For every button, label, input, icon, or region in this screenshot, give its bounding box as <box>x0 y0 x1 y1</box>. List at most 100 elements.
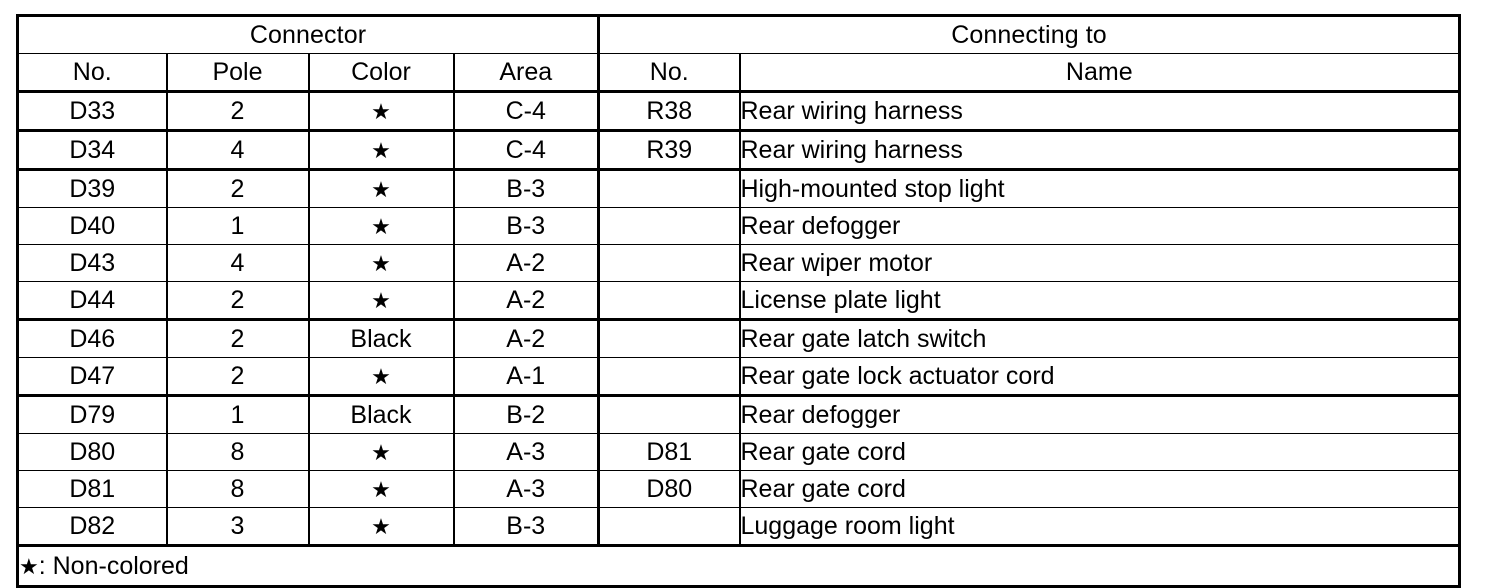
cell-pole: 4 <box>166 244 310 282</box>
cell-connecting-no <box>598 281 741 321</box>
cell-connecting-no <box>598 169 741 208</box>
column-header-pole: Pole <box>166 53 310 93</box>
cell-connecting-name: Rear wiring harness <box>739 130 1460 171</box>
cell-connecting-no: D80 <box>598 470 741 508</box>
cell-connecting-no <box>598 244 741 282</box>
cell-pole: 8 <box>166 433 310 471</box>
cell-connecting-name: High-mounted stop light <box>739 169 1460 208</box>
cell-connector-no: D47 <box>17 357 168 397</box>
cell-connecting-no <box>598 507 741 547</box>
cell-color: ★ <box>308 244 455 282</box>
cell-color: ★ <box>308 169 455 208</box>
column-header-name: Name <box>739 53 1460 93</box>
cell-connecting-no: D81 <box>598 433 741 471</box>
cell-pole: 1 <box>166 207 310 245</box>
cell-connecting-name: Luggage room light <box>739 507 1460 547</box>
cell-pole: 2 <box>166 281 310 321</box>
star-icon: ★ <box>371 476 391 502</box>
cell-connecting-no <box>598 395 741 434</box>
cell-connecting-name: Rear wiring harness <box>739 91 1460 132</box>
footnote-cell: ★: Non-colored <box>17 545 1460 587</box>
cell-area: C-4 <box>453 130 600 171</box>
cell-connector-no: D79 <box>17 395 168 434</box>
cell-connecting-name: Rear wiper motor <box>739 244 1460 282</box>
table-header: Connector Connecting to No. Pole Color A… <box>17 15 1460 93</box>
column-header-color: Color <box>308 53 455 93</box>
cell-pole: 3 <box>166 507 310 547</box>
cell-connecting-no <box>598 319 741 358</box>
cell-pole: 2 <box>166 319 310 358</box>
cell-connector-no: D80 <box>17 433 168 471</box>
cell-connector-no: D44 <box>17 281 168 321</box>
cell-area: A-1 <box>453 357 600 397</box>
cell-connecting-name: Rear gate cord <box>739 433 1460 471</box>
cell-connector-no: D33 <box>17 91 168 132</box>
cell-connector-no: D81 <box>17 470 168 508</box>
cell-connecting-name: Rear gate lock actuator cord <box>739 357 1460 397</box>
cell-area: B-3 <box>453 169 600 208</box>
column-header-connecting-no: No. <box>598 53 741 93</box>
star-icon: ★ <box>371 250 391 276</box>
star-icon: ★ <box>19 553 39 579</box>
group-header-row: Connector Connecting to <box>17 15 1460 54</box>
cell-pole: 1 <box>166 395 310 434</box>
star-icon: ★ <box>371 363 391 389</box>
cell-color: ★ <box>308 281 455 321</box>
cell-color: ★ <box>308 207 455 245</box>
cell-connector-no: D43 <box>17 244 168 282</box>
cell-pole: 2 <box>166 91 310 132</box>
cell-pole: 8 <box>166 470 310 508</box>
cell-pole: 4 <box>166 130 310 171</box>
cell-color: ★ <box>308 91 455 132</box>
footnote-text: : Non-colored <box>38 551 189 580</box>
cell-color: ★ <box>308 433 455 471</box>
cell-connecting-no: R38 <box>598 91 741 132</box>
cell-color: ★ <box>308 507 455 547</box>
cell-color: ★ <box>308 130 455 171</box>
cell-connecting-name: Rear defogger <box>739 207 1460 245</box>
cell-color: Black <box>308 395 455 434</box>
cell-connecting-name: Rear defogger <box>739 395 1460 434</box>
cell-connecting-no <box>598 207 741 245</box>
cell-color: ★ <box>308 357 455 397</box>
cell-color: Black <box>308 319 455 358</box>
cell-connector-no: D46 <box>17 319 168 358</box>
footnote-row: ★: Non-colored <box>17 545 1460 587</box>
star-icon: ★ <box>371 176 391 202</box>
document-page: Connector Connecting to No. Pole Color A… <box>16 14 1462 588</box>
cell-area: A-2 <box>453 281 600 321</box>
cell-area: C-4 <box>453 91 600 132</box>
cell-pole: 2 <box>166 357 310 397</box>
star-icon: ★ <box>371 98 391 124</box>
cell-area: A-3 <box>453 470 600 508</box>
star-icon: ★ <box>371 287 391 313</box>
group-header-connector: Connector <box>17 15 600 54</box>
cell-connector-no: D34 <box>17 130 168 171</box>
cell-connector-no: D40 <box>17 207 168 245</box>
column-header-area: Area <box>453 53 600 93</box>
cell-connector-no: D82 <box>17 507 168 547</box>
cell-area: B-3 <box>453 207 600 245</box>
star-icon: ★ <box>371 513 391 539</box>
star-icon: ★ <box>371 137 391 163</box>
cell-connecting-name: License plate light <box>739 281 1460 321</box>
column-header-row: No. Pole Color Area No. Name <box>17 53 1460 93</box>
group-header-connecting-to: Connecting to <box>598 15 1460 54</box>
cell-connecting-no <box>598 357 741 397</box>
cell-connecting-name: Rear gate latch switch <box>739 319 1460 358</box>
cell-area: B-3 <box>453 507 600 547</box>
cell-connector-no: D39 <box>17 169 168 208</box>
cell-area: A-3 <box>453 433 600 471</box>
cell-area: A-2 <box>453 319 600 358</box>
